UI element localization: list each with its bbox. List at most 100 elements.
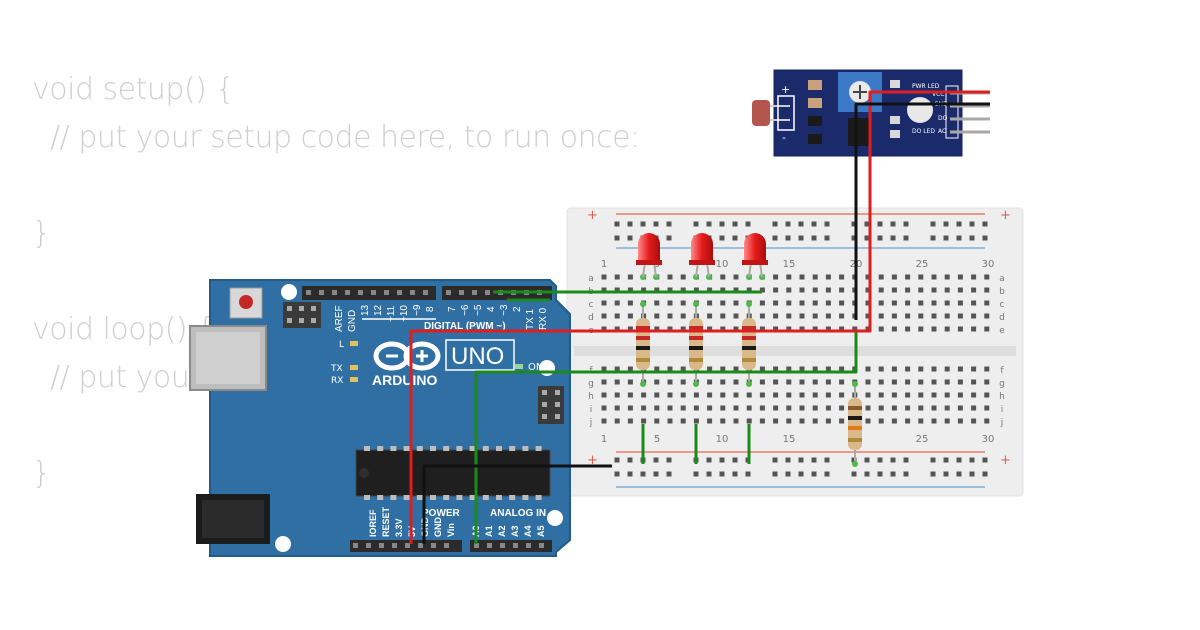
breadboard-hole <box>891 300 897 306</box>
breadboard-hole <box>944 287 950 293</box>
breadboard-hole <box>918 405 924 411</box>
rail-hole <box>627 471 633 477</box>
breadboard-hole <box>984 392 990 398</box>
breadboard-hole <box>878 300 884 306</box>
breadboard-hole <box>786 379 792 385</box>
breadboard-hole <box>720 326 726 332</box>
breadboard-hole <box>905 313 911 319</box>
row-letter: d <box>588 313 594 323</box>
row-letter: f <box>1000 366 1004 376</box>
column-number: 30 <box>982 434 995 445</box>
rail-hole <box>745 221 751 227</box>
breadboard-hole <box>984 313 990 319</box>
rail-hole <box>930 457 936 463</box>
rail-hole <box>864 471 870 477</box>
breadboard-hole <box>891 379 897 385</box>
breadboard-hole <box>654 287 660 293</box>
breadboard-hole <box>799 287 805 293</box>
breadboard: + + + + 1 5 10 15 20 25 30 1 5 10 15 20 … <box>566 207 1024 497</box>
breadboard-hole <box>971 326 977 332</box>
breadboard-hole <box>746 287 752 293</box>
breadboard-hole <box>984 418 990 424</box>
rail-hole <box>785 471 791 477</box>
breadboard-hole <box>773 313 779 319</box>
breadboard-hole <box>667 274 673 280</box>
breadboard-hole <box>680 405 686 411</box>
leds <box>636 233 768 278</box>
breadboard-hole <box>614 366 620 372</box>
breadboard-hole <box>852 326 858 332</box>
breadboard-hole <box>773 405 779 411</box>
breadboard-hole <box>878 418 884 424</box>
breadboard-hole <box>825 379 831 385</box>
rail-hole <box>864 457 870 463</box>
rail-hole <box>614 221 620 227</box>
breadboard-hole <box>865 287 871 293</box>
rail-hole <box>653 471 659 477</box>
breadboard-hole <box>957 379 963 385</box>
pin-label: RX 0 <box>538 307 549 330</box>
breadboard-hole <box>878 313 884 319</box>
breadboard-hole <box>759 313 765 319</box>
breadboard-hole <box>693 418 699 424</box>
rail-hole <box>653 221 659 227</box>
smd-capacitor <box>808 116 822 126</box>
rail-hole <box>890 457 896 463</box>
rail-hole <box>969 457 975 463</box>
breadboard-hole <box>601 366 607 372</box>
breadboard-hole <box>746 392 752 398</box>
header-pin <box>384 290 389 295</box>
breadboard-hole <box>878 274 884 280</box>
chip-leg <box>469 446 476 451</box>
pin-label: Vin <box>446 523 456 537</box>
breadboard-hole <box>865 274 871 280</box>
chip-leg <box>509 446 516 451</box>
breadboard-hole <box>918 274 924 280</box>
rail-hole <box>798 235 804 241</box>
breadboard-hole <box>720 313 726 319</box>
chip-legs <box>364 446 542 500</box>
rail-hole <box>693 221 699 227</box>
breadboard-hole <box>759 366 765 372</box>
breadboard-hole <box>786 405 792 411</box>
breadboard-hole <box>971 287 977 293</box>
breadboard-hole <box>839 313 845 319</box>
breadboard-hole <box>601 287 607 293</box>
breadboard-hole <box>733 274 739 280</box>
breadboard-hole <box>812 326 818 332</box>
breadboard-hole <box>891 366 897 372</box>
breadboard-hole <box>931 326 937 332</box>
breadboard-hole <box>918 300 924 306</box>
breadboard-hole <box>944 313 950 319</box>
pin-label: AREF <box>334 305 345 332</box>
header-pin <box>418 543 423 548</box>
rail-hole <box>627 235 633 241</box>
chip-leg <box>482 495 489 500</box>
rail-hole <box>798 221 804 227</box>
rail-hole <box>877 457 883 463</box>
pin-label: ~6 <box>460 304 471 316</box>
breadboard-hole <box>707 379 713 385</box>
breadboard-hole <box>971 405 977 411</box>
breadboard-hole <box>944 392 950 398</box>
sensor-minus-label: - <box>782 131 786 144</box>
rail-hole <box>627 457 633 463</box>
tx-led <box>350 365 358 370</box>
breadboard-hole <box>825 366 831 372</box>
rail-hole <box>903 221 909 227</box>
chip-leg <box>509 495 516 500</box>
rail-hole <box>719 235 725 241</box>
breadboard-hole <box>641 392 647 398</box>
wire-ground <box>422 464 612 544</box>
rail-hole <box>798 457 804 463</box>
rx-led-label: RX <box>331 376 343 386</box>
breadboard-hole <box>812 313 818 319</box>
breadboard-hole <box>812 379 818 385</box>
reset-button-cap[interactable] <box>239 295 253 309</box>
breadboard-hole <box>601 405 607 411</box>
header-pin <box>459 290 464 295</box>
rail-hole <box>614 235 620 241</box>
column-number: 15 <box>783 259 796 270</box>
breadboard-hole <box>733 366 739 372</box>
